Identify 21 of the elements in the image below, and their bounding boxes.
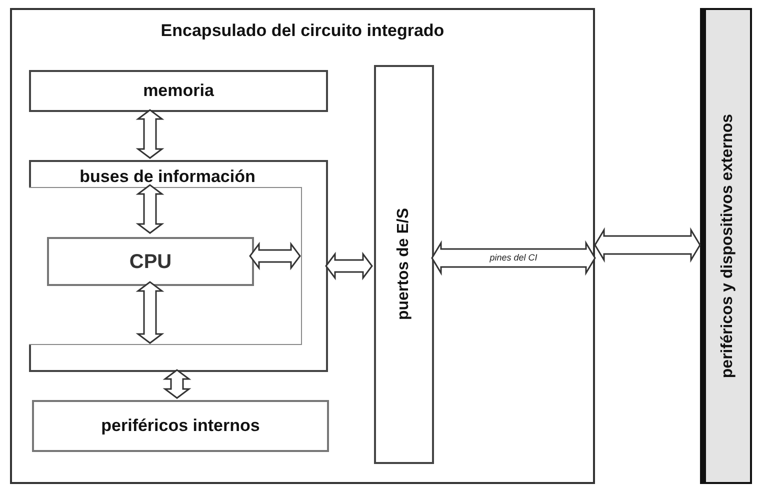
process-box [29, 70, 328, 112]
box-label: buses de información [80, 167, 256, 186]
bus-box [29, 160, 328, 372]
external-box [700, 8, 752, 484]
double-arrow [136, 109, 164, 159]
box-label: CPU [129, 250, 172, 274]
process-box [47, 237, 254, 286]
box-label: periféricos y dispositivos externos [718, 114, 737, 378]
box-label: periféricos internos [101, 415, 260, 438]
box-label: puertos de E/S [394, 208, 413, 321]
box-label: Encapsulado del circuito integrado [160, 21, 444, 40]
double-arrow [136, 184, 164, 234]
package-box [10, 8, 595, 484]
box-label: memoria [143, 80, 214, 102]
double-arrow [594, 227, 701, 263]
double-arrow [136, 281, 164, 344]
port-box [374, 65, 434, 464]
process-box [32, 400, 329, 452]
double-arrow [325, 252, 373, 280]
double-arrow [249, 242, 301, 270]
double-arrow [162, 369, 192, 399]
